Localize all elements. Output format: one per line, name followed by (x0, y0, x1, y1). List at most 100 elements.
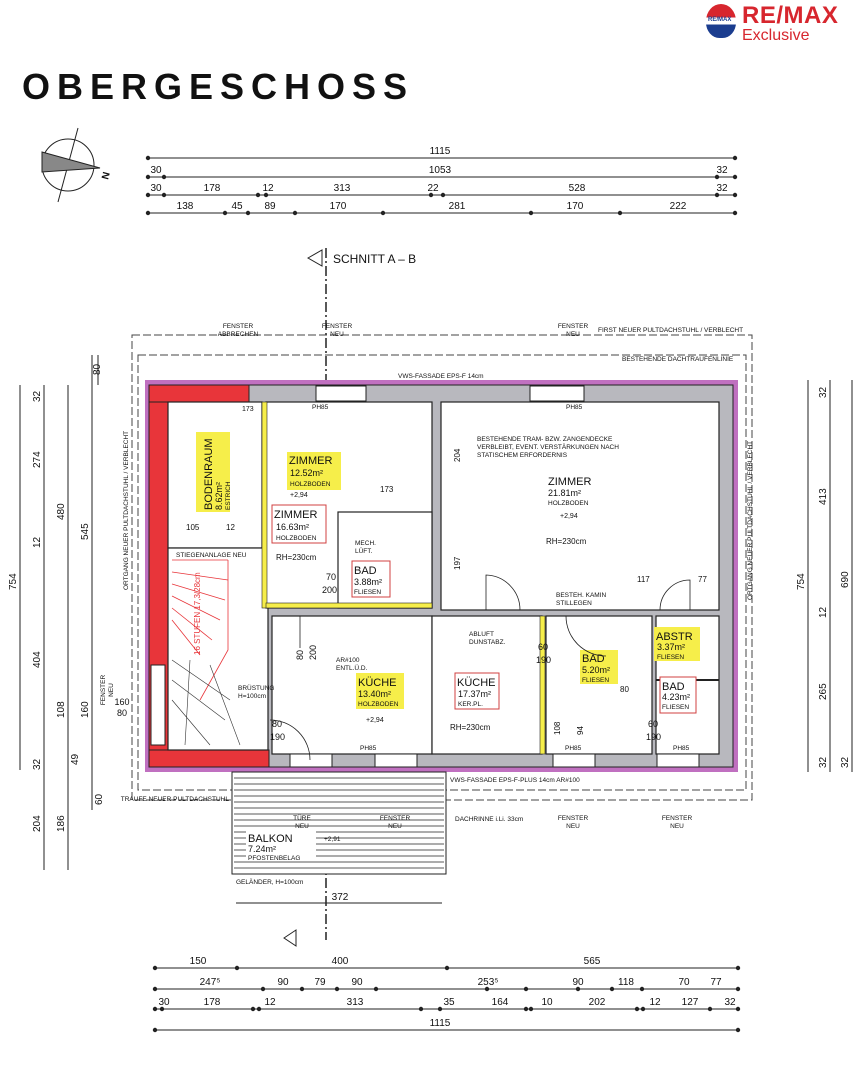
room-name: ABSTR (656, 631, 693, 643)
dim-label: 12 (226, 523, 235, 532)
door-dim: 190 (536, 655, 551, 665)
rooms (167, 401, 720, 755)
dim-label: 49 (70, 753, 81, 765)
room-area: 3.37m² (657, 642, 685, 652)
note-ceiling: VERBLEIBT, EVENT. VERSTÄRKUNGEN NACH (477, 443, 619, 451)
room-label-bodenraum: BODENRAUM 8.62m² ESTRICH (196, 432, 232, 512)
door-dim: 60 (538, 642, 548, 652)
room-floor: HOLZBODEN (548, 500, 589, 507)
dimension-labels-top: 1115 30 1053 32 30 178 12 313 22 528 32 … (150, 146, 728, 212)
dim-label: 90 (572, 977, 584, 988)
room-bad-2 (545, 615, 653, 755)
dim-label: 70 (678, 977, 690, 988)
dim-label: 77 (710, 977, 722, 988)
dim-label: 480 (56, 503, 67, 520)
dimension-tick (732, 210, 738, 216)
dimension-tick (714, 174, 720, 180)
dimension-tick (732, 174, 738, 180)
dim-label: 186 (56, 815, 67, 832)
note-stufen: 16 STUFEN 17,3/28cm (193, 572, 202, 655)
dimension-tick (732, 192, 738, 198)
dimension-labels-right: 754 32 413 12 265 32 690 32 (796, 386, 851, 768)
dim-label: 32 (818, 756, 829, 768)
dim-label: 12 (818, 606, 829, 618)
room-name: BALKON (248, 833, 293, 845)
note-rh: RH=230cm (450, 723, 491, 732)
room-name: BAD (582, 653, 605, 665)
room-name: KÜCHE (457, 677, 496, 689)
dimension-tick (145, 192, 151, 198)
note-traufe-top: BESTEHENDE DACHTRAUFENLINIE (622, 356, 734, 363)
room-name: BAD (354, 565, 377, 577)
dimension-tick (428, 192, 434, 198)
dimensions-right (807, 380, 853, 772)
room-area: 17.37m² (458, 689, 491, 699)
door-dim: 190 (270, 732, 285, 742)
new-wall-bottom (148, 749, 270, 768)
door-dim: 200 (308, 645, 318, 660)
dim-label: 372 (332, 892, 349, 903)
dim-label: 108 (553, 721, 562, 735)
dim-label: 754 (796, 573, 807, 590)
note-first: FIRST NEUER PULTDACHSTUHL / VERBLECHT (598, 327, 743, 334)
room-area: 5.20m² (582, 665, 610, 675)
note-stair: STIEGENANLAGE NEU (176, 552, 247, 559)
dim-label: 1115 (430, 146, 451, 157)
dim-label: 105 (186, 523, 200, 532)
dim-label: 138 (177, 201, 194, 212)
room-label-bad-388: BAD 3.88m² FLIESEN (351, 560, 391, 598)
dim-label: 22 (427, 183, 439, 194)
dim-label: 80 (620, 685, 629, 694)
room-floor: KER.PL. (458, 701, 483, 708)
dim-label: 1053 (429, 165, 452, 176)
dim-label: 77 (698, 575, 707, 584)
new-partition (539, 615, 546, 755)
dim-label: 32 (716, 165, 728, 176)
dim-label: 754 (8, 573, 19, 590)
dim-label: 404 (32, 651, 43, 668)
note-ceiling: STATISCHEM ERFORDERNIS (477, 452, 568, 459)
room-floor: FLIESEN (662, 704, 689, 711)
window-label: FENSTER (558, 815, 589, 822)
note-kamin: STILLEGEN (556, 600, 592, 607)
door-dim: 190 (646, 732, 661, 742)
note-ortgang-right: ORTGANG NEUER PULTDACHSTUHL / VERBLECHT (747, 441, 754, 600)
dim-label: 413 (818, 488, 829, 505)
note-gelaender: GELÄNDER, H=100cm (236, 878, 303, 886)
dimension-tick (292, 210, 298, 216)
dim-label: 274 (32, 451, 43, 468)
room-area: 4.23m² (662, 692, 690, 702)
balloon-text: RE/MAX (708, 17, 732, 23)
dim-label: 204 (32, 815, 43, 832)
door-dim: 60 (648, 719, 658, 729)
dim-label: 10 (541, 997, 553, 1008)
window-label: NEU (566, 331, 580, 338)
dim-label: 222 (670, 201, 687, 212)
dimension-tick (440, 192, 446, 198)
window-label: FENSTER (100, 675, 107, 706)
room-name: BODENRAUM (203, 438, 215, 510)
dim-label: 400 (332, 956, 349, 967)
note-ph: PH85 (312, 404, 329, 411)
dimension-tick (617, 210, 623, 216)
note-level: +2,91 (324, 836, 341, 843)
room-area: 8.62m² (214, 482, 224, 510)
note-ph: PH85 (566, 404, 583, 411)
room-area: 3.88m² (354, 577, 382, 587)
room-label-zimmer-21: ZIMMER 21.81m² HOLZBODEN (548, 476, 591, 507)
door-dim: 200 (322, 585, 337, 595)
note-level: +2,94 (366, 717, 384, 724)
room-name: ZIMMER (548, 476, 591, 488)
window-labels-bottom: TÜRE NEU FENSTER NEU FENSTER NEU FENSTER… (100, 675, 692, 830)
page-title: OBERGESCHOSS (22, 66, 415, 107)
dim-label: 313 (347, 997, 364, 1008)
dim-label: 35 (443, 997, 455, 1008)
room-floor: FLIESEN (354, 589, 381, 596)
dimension-tick (714, 192, 720, 198)
note-ph: PH85 (673, 745, 690, 752)
dim-label: 12 (262, 183, 274, 194)
room-floor: FLIESEN (582, 677, 609, 684)
dimension-tick (528, 210, 534, 216)
room-area: 12.52m² (290, 468, 323, 478)
